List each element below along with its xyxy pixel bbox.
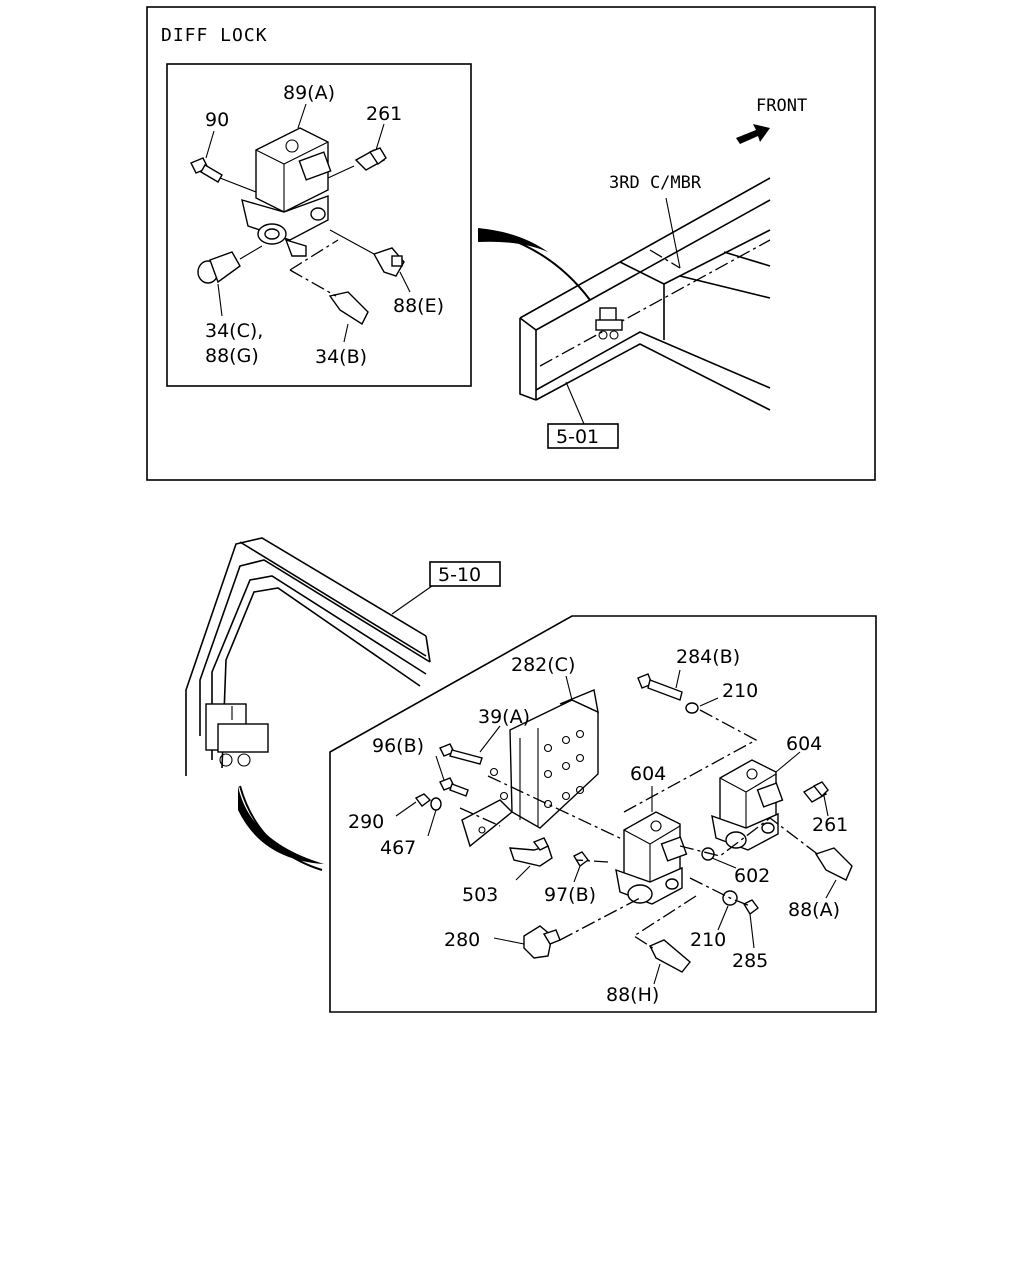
callout-39a: 39(A) [478, 706, 530, 728]
frame-rail [519, 177, 771, 425]
fitting-261b [802, 781, 829, 803]
callout-34b: 34(B) [315, 346, 367, 368]
callout-88a: 88(A) [788, 899, 840, 921]
callout-602: 602 [734, 865, 770, 887]
bolt-90 [190, 157, 257, 193]
bolt-39a [439, 743, 483, 765]
callout-210b: 210 [690, 929, 726, 951]
ref-box-5-01: 5-01 [547, 423, 619, 449]
washer-467 [430, 797, 442, 811]
tee-503 [509, 837, 553, 867]
callout-96b: 96(B) [372, 735, 424, 757]
callout-88h: 88(H) [606, 984, 659, 1006]
front-arrow: FRONT [736, 96, 807, 144]
solenoid-valve-604b [711, 759, 784, 851]
callout-89a: 89(A) [283, 82, 335, 104]
assembly-lines [459, 709, 821, 951]
callout-34c: 34(C), [205, 320, 263, 342]
inset-detail: 89(A) 90 261 34(C), 88(G) 34(B) 88(E) [166, 63, 472, 387]
solenoid-valve-89a [241, 127, 332, 257]
bolt-284b [637, 673, 683, 701]
nut-285 [743, 899, 759, 916]
callout-503: 503 [462, 884, 498, 906]
callout-604b: 604 [786, 733, 822, 755]
ref-box-5-10: 5-10 [429, 561, 501, 587]
callout-261: 261 [366, 103, 402, 125]
chassis-sketch [185, 537, 433, 776]
bottom-panel: 5-10 [185, 537, 877, 1013]
callout-261: 261 [812, 814, 848, 836]
ref-label-5-10: 5-10 [438, 564, 481, 586]
inset-leaders [205, 103, 411, 343]
bottom-leaders [395, 669, 837, 985]
callout-467: 467 [380, 837, 416, 859]
front-label: FRONT [756, 96, 807, 116]
callout-97b: 97(B) [544, 884, 596, 906]
callout-285: 285 [732, 950, 768, 972]
member-label: 3RD C/MBR [609, 173, 702, 193]
panel-title: DIFF LOCK [161, 25, 268, 46]
fitting-261 [327, 147, 387, 179]
callout-88e: 88(E) [393, 295, 444, 317]
callout-90: 90 [205, 109, 229, 131]
connector-34c [197, 245, 263, 284]
callout-604a: 604 [630, 763, 666, 785]
callout-88g: 88(G) [205, 345, 259, 367]
detail-frame [329, 615, 877, 1013]
connector-88h [649, 939, 691, 973]
top-panel-frame [146, 6, 876, 481]
callout-282c: 282(C) [511, 654, 575, 676]
solenoid-valve-604a [615, 811, 688, 905]
elbow-280 [523, 925, 561, 959]
callout-290: 290 [348, 811, 384, 833]
bolt-96b [439, 777, 469, 797]
washer-210a [685, 702, 699, 714]
callout-280: 280 [444, 929, 480, 951]
bracket-282c [461, 689, 599, 848]
ref-label-5-01: 5-01 [556, 426, 599, 448]
nut-97b [573, 851, 589, 868]
connector-88a [814, 847, 853, 881]
callout-284b: 284(B) [676, 646, 740, 668]
inset-frame [166, 63, 472, 387]
connector-34b [289, 239, 369, 326]
callout-210a: 210 [722, 680, 758, 702]
nut-290 [414, 793, 432, 807]
elbow-88e [329, 229, 405, 277]
top-panel: DIFF LOCK [146, 6, 876, 481]
